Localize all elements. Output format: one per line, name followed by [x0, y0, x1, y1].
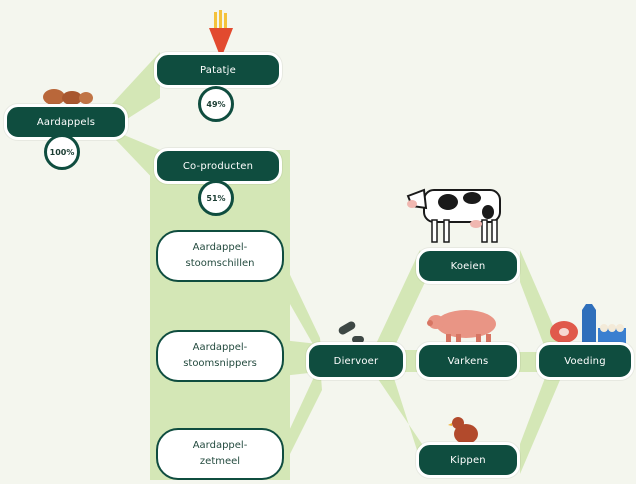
ribbon-aardappels-coproducten [112, 130, 160, 186]
node-patatje: Patatje [154, 52, 282, 88]
percent-coproducten-value: 51% [206, 193, 226, 203]
ribbon-diervoer-kippen [376, 372, 424, 472]
percent-patatje: 49% [198, 86, 234, 122]
node-patatje-label: Patatje [199, 64, 236, 76]
node-voeding-label: Voeding [564, 355, 606, 367]
node-kippen-label: Kippen [450, 454, 486, 466]
percent-patatje-value: 49% [206, 99, 226, 109]
node-stoomsnippers: Aardappel- stoomsnippers [156, 330, 284, 382]
node-zetmeel-label: Aardappel- zetmeel [192, 440, 248, 467]
percent-coproducten: 51% [198, 180, 234, 216]
pig-icon [427, 310, 496, 346]
ribbon-koeien-voeding [520, 250, 560, 356]
node-stoomsnippers-label: Aardappel- stoomsnippers [183, 342, 257, 369]
food-products-icon [550, 304, 626, 344]
node-varkens-label: Varkens [447, 355, 489, 367]
percent-aardappels-value: 100% [49, 147, 75, 157]
node-diervoer: Diervoer [306, 342, 406, 380]
node-voeding: Voeding [536, 342, 634, 380]
percent-aardappels: 100% [44, 134, 80, 170]
ribbon-diervoer-koeien [376, 250, 426, 352]
node-zetmeel: Aardappel- zetmeel [156, 428, 284, 480]
ribbon-kippen-voeding [520, 370, 560, 474]
potatoes-icon [43, 89, 93, 105]
node-koeien: Koeien [416, 248, 520, 284]
node-coproducten-label: Co-producten [182, 160, 254, 172]
node-aardappels-label: Aardappels [36, 116, 96, 128]
cow-icon [406, 188, 501, 243]
node-stoomschillen: Aardappel- stoomschillen [156, 230, 284, 282]
ribbon-zetmeel-diervoer [282, 364, 322, 470]
ribbon-stoomschillen-diervoer [282, 258, 322, 360]
feed-pellets-icon [338, 321, 364, 343]
node-varkens: Varkens [416, 342, 520, 380]
node-koeien-label: Koeien [450, 260, 486, 272]
node-stoomschillen-label: Aardappel- stoomschillen [185, 242, 255, 269]
node-diervoer-label: Diervoer [333, 355, 379, 367]
node-coproducten: Co-producten [154, 148, 282, 184]
node-kippen: Kippen [416, 442, 520, 478]
fries-icon [209, 10, 233, 56]
